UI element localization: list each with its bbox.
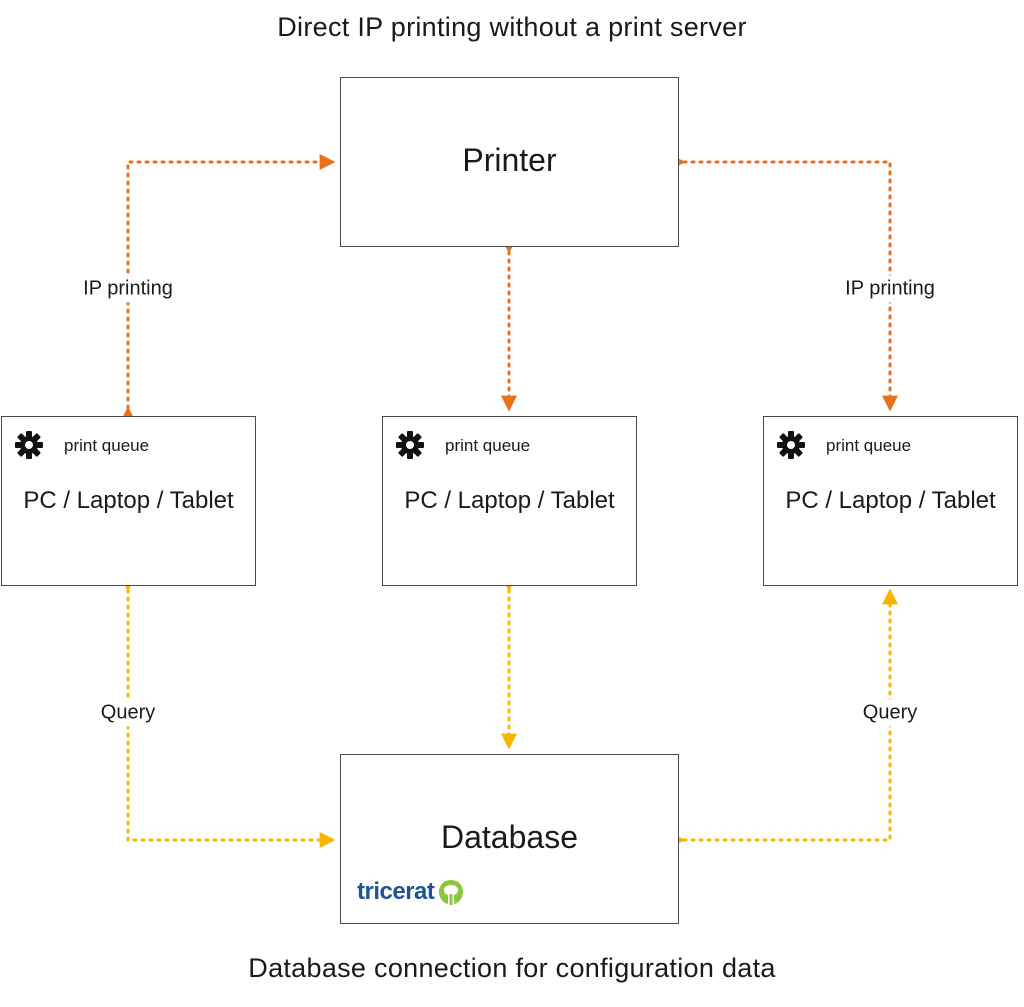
gear-icon [777, 431, 805, 459]
ip-connector-left [120, 154, 336, 423]
device-box-right: print queue PC / Laptop / Tablet [763, 416, 1018, 586]
gear-icon [15, 431, 43, 459]
footer-caption: Database connection for configuration da… [248, 953, 776, 983]
ip-connector-right [669, 154, 898, 412]
query-label-right: Query [858, 699, 922, 727]
query-connector-left [120, 575, 336, 848]
printer-box: Printer [340, 77, 679, 247]
print-queue-label: print queue [445, 436, 531, 455]
print-queue-label: print queue [64, 436, 150, 455]
device-label: PC / Laptop / Tablet [404, 487, 615, 514]
page-title: Direct IP printing without a print serve… [277, 12, 747, 42]
print-queue-label: print queue [826, 436, 912, 455]
database-label: Database [441, 819, 578, 855]
device-label: PC / Laptop / Tablet [785, 487, 996, 514]
tricerat-mark-icon [439, 880, 464, 905]
device-box-center: print queue PC / Laptop / Tablet [382, 416, 637, 586]
gear-icon [396, 431, 424, 459]
query-label-left: Query [96, 699, 160, 727]
logo-text: tricerat [357, 878, 435, 905]
tricerat-logo: tricerat [357, 877, 466, 907]
device-box-left: print queue PC / Laptop / Tablet [1, 416, 256, 586]
device-label: PC / Laptop / Tablet [23, 487, 234, 514]
database-box: Database tricerat [340, 754, 679, 924]
ip-printing-label-left: IP printing [79, 275, 177, 303]
printer-label: Printer [462, 142, 557, 178]
ip-printing-label-right: IP printing [841, 275, 939, 303]
